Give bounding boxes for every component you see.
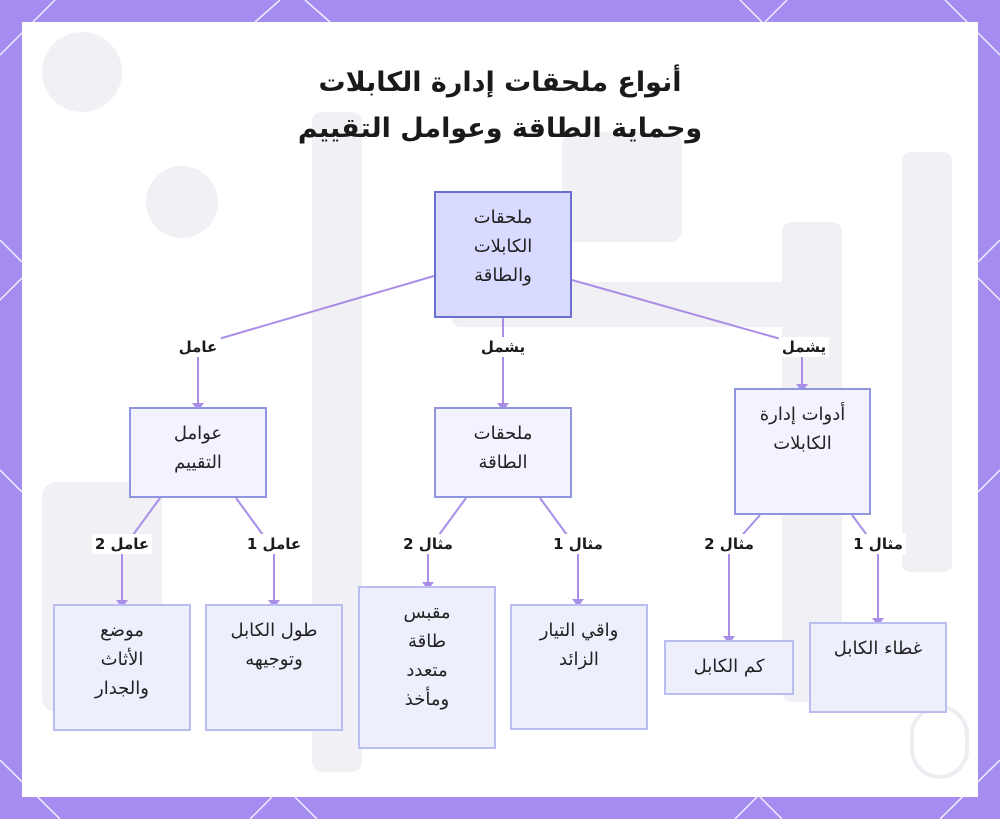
node-strip-line: ومأخذ: [404, 689, 450, 710]
edge-label-factors-length: عامل 1: [243, 534, 305, 554]
edge-label-power-strip: مثال 2: [400, 534, 456, 554]
diagram-title: أنواع ملحقات إدارة الكابلات وحماية الطاق…: [0, 60, 1000, 152]
edge-tools-cover: [851, 514, 879, 622]
node-furniture-line: والجدار: [95, 678, 149, 699]
node-root: ملحقات الكابلات والطاقة: [434, 191, 572, 318]
edge-label-tools-sleeve: مثال 2: [701, 534, 757, 554]
node-cable-tools: أدوات إدارة الكابلات: [734, 388, 871, 515]
node-cable-length: طول الكابل وتوجيهه: [205, 604, 343, 731]
node-sleeve-line: كم الكابل: [693, 656, 765, 677]
node-furniture-line: الأثاث: [100, 649, 144, 670]
node-furniture-line: موضع: [100, 620, 144, 641]
edge-root-tools: [571, 279, 803, 388]
edge-root-factors: [197, 275, 435, 407]
node-cable-cover: غطاء الكابل: [809, 622, 947, 713]
node-power-line: ملحقات: [473, 423, 533, 444]
title-line-2: وحماية الطاقة وعوامل التقييم: [297, 113, 703, 144]
node-root-line: ملحقات: [473, 207, 533, 228]
node-surge-line: واقي التيار: [539, 620, 619, 641]
node-factors-line: عوامل: [173, 423, 223, 444]
node-root-line: والطاقة: [474, 265, 532, 286]
node-surge-line: الزائد: [559, 649, 599, 670]
node-evaluation-factors: عوامل التقييم: [129, 407, 267, 498]
node-strip-line: مقبس: [403, 602, 451, 623]
node-strip-line: متعدد: [406, 660, 448, 681]
edge-label-root-factors: عامل: [175, 337, 221, 357]
edge-label-power-surge: مثال 1: [550, 534, 606, 554]
node-root-line: الكابلات: [473, 236, 533, 257]
node-surge-protector: واقي التيار الزائد: [510, 604, 648, 730]
node-factors-line: التقييم: [174, 452, 222, 473]
node-power-line: الطاقة: [478, 452, 528, 473]
node-power-strip: مقبس طاقة متعدد ومأخذ: [358, 586, 496, 749]
node-power-accessories: ملحقات الطاقة: [434, 407, 572, 498]
node-cable-sleeve: كم الكابل: [664, 640, 794, 695]
node-length-line: وتوجيهه: [245, 649, 303, 670]
node-cover-line: غطاء الكابل: [833, 638, 923, 659]
node-strip-line: طاقة: [407, 631, 447, 652]
edge-label-root-tools: يشمل: [778, 337, 830, 357]
title-line-1: أنواع ملحقات إدارة الكابلات: [318, 67, 682, 98]
node-furniture-position: موضع الأثاث والجدار: [53, 604, 191, 731]
arrow-surge: [572, 599, 584, 607]
node-cable-tools-line: أدوات إدارة: [759, 404, 846, 425]
edge-label-root-power: يشمل: [477, 337, 529, 357]
edge-label-factors-furniture: عامل 2: [91, 534, 153, 554]
node-cable-tools-line: الكابلات: [773, 433, 832, 454]
node-length-line: طول الكابل: [230, 620, 318, 641]
edge-label-tools-cover: مثال 1: [850, 534, 906, 554]
